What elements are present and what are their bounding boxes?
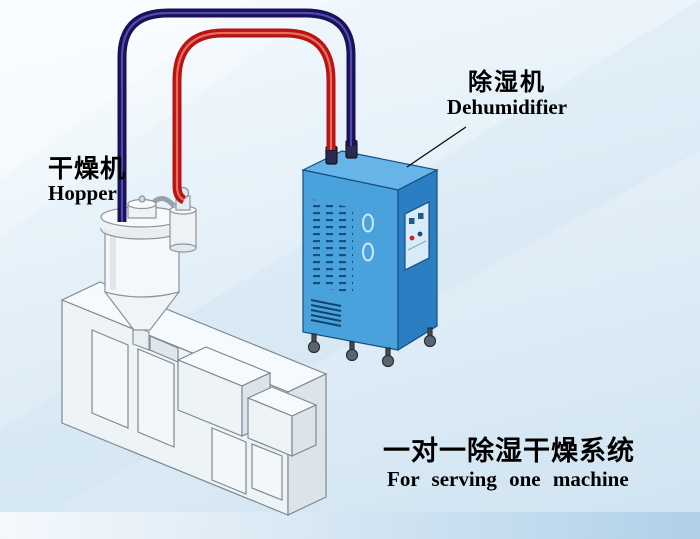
hopper-dryer [100, 195, 184, 351]
cabinet-door [91, 329, 129, 429]
hopper-label-cn: 干燥机 [48, 155, 127, 183]
cabinet-door [137, 348, 175, 448]
vacuum-loader [169, 186, 197, 253]
dehumidifier-label-en: Dehumidifier [446, 95, 568, 120]
system-caption-en: For serving one machine [387, 467, 629, 492]
extruder-barrel [149, 335, 179, 363]
hopper-cap-knob [138, 195, 146, 203]
hopper-body [104, 227, 180, 298]
dehumidifier-label-cn: 除湿机 [468, 69, 546, 96]
system-caption-cn: 一对一除湿干燥系统 [383, 436, 635, 466]
handle-oval [362, 242, 374, 262]
dehumidifier-label: 除湿机 Dehumidifier [440, 69, 574, 120]
hopper-label-en: Hopper [48, 181, 117, 206]
vent-grille [311, 199, 353, 294]
red-air-hose [172, 28, 336, 205]
dehumidifier-leader-line [406, 126, 467, 168]
control-panel [404, 201, 430, 271]
cabinet-door [211, 427, 247, 495]
lower-vent [310, 299, 342, 327]
handle-oval [362, 213, 374, 233]
system-caption: 一对一除湿干燥系统 For serving one machine [383, 436, 635, 491]
bottom-band [0, 512, 700, 539]
gearbox-unit [176, 346, 318, 457]
hopper-label: 干燥机 Hopper [48, 155, 127, 206]
cabinet-door [251, 443, 283, 501]
blue-air-hose [117, 8, 356, 222]
caster-wheels [307, 327, 437, 368]
dehumidifier-unit [301, 138, 439, 368]
extruder-machine [60, 281, 328, 516]
